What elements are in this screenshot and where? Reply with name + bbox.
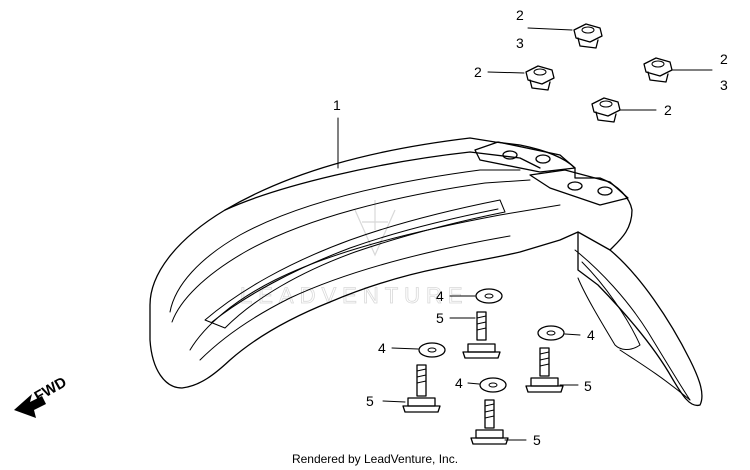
nut-d[interactable]: 2 xyxy=(591,97,672,123)
watermark: LEADVENTURE xyxy=(240,200,469,308)
washer-b[interactable]: 4 xyxy=(378,340,446,358)
bolt-a[interactable]: 5 xyxy=(436,310,501,359)
callout-4-washer-a: 4 xyxy=(436,288,444,304)
callout-1-fender: 1 xyxy=(333,97,341,113)
arrow-left-icon xyxy=(14,394,46,418)
callout-2-nut-d: 2 xyxy=(664,102,672,118)
callout-3-nut-c: 3 xyxy=(720,77,728,93)
callout-5-bolt-a: 5 xyxy=(436,310,444,326)
callout-2-nut-c: 2 xyxy=(720,51,728,67)
front-fender[interactable] xyxy=(149,137,703,407)
callout-5-bolt-b: 5 xyxy=(366,393,374,409)
fwd-label: FWD xyxy=(32,374,70,406)
callout-3-nut-a: 3 xyxy=(516,35,524,51)
watermark-text: LEADVENTURE xyxy=(240,283,469,308)
callout-4-washer-b: 4 xyxy=(378,340,386,356)
bolt-c[interactable]: 5 xyxy=(525,347,592,394)
bolt-b[interactable]: 5 xyxy=(366,364,441,413)
callout-4-washer-c: 4 xyxy=(587,327,595,343)
render-credit: Rendered by LeadVenture, Inc. xyxy=(291,452,459,466)
callout-4-washer-d: 4 xyxy=(455,375,463,391)
callout-2-nut-a: 2 xyxy=(516,7,524,23)
washer-d[interactable]: 4 xyxy=(455,375,507,393)
nut-b[interactable]: 2 xyxy=(474,64,555,91)
nut-a[interactable]: 2 3 xyxy=(516,7,603,51)
bolt-d[interactable]: 5 xyxy=(470,399,541,448)
callout-2-nut-b: 2 xyxy=(474,64,482,80)
washer-c[interactable]: 4 xyxy=(537,325,595,343)
callout-5-bolt-d: 5 xyxy=(533,432,541,448)
nut-c[interactable]: 2 3 xyxy=(643,51,728,93)
fwd-arrow: FWD xyxy=(14,374,70,418)
callout-5-bolt-c: 5 xyxy=(584,378,592,394)
washer-a[interactable]: 4 xyxy=(436,288,503,304)
watermark-logo xyxy=(354,200,396,257)
